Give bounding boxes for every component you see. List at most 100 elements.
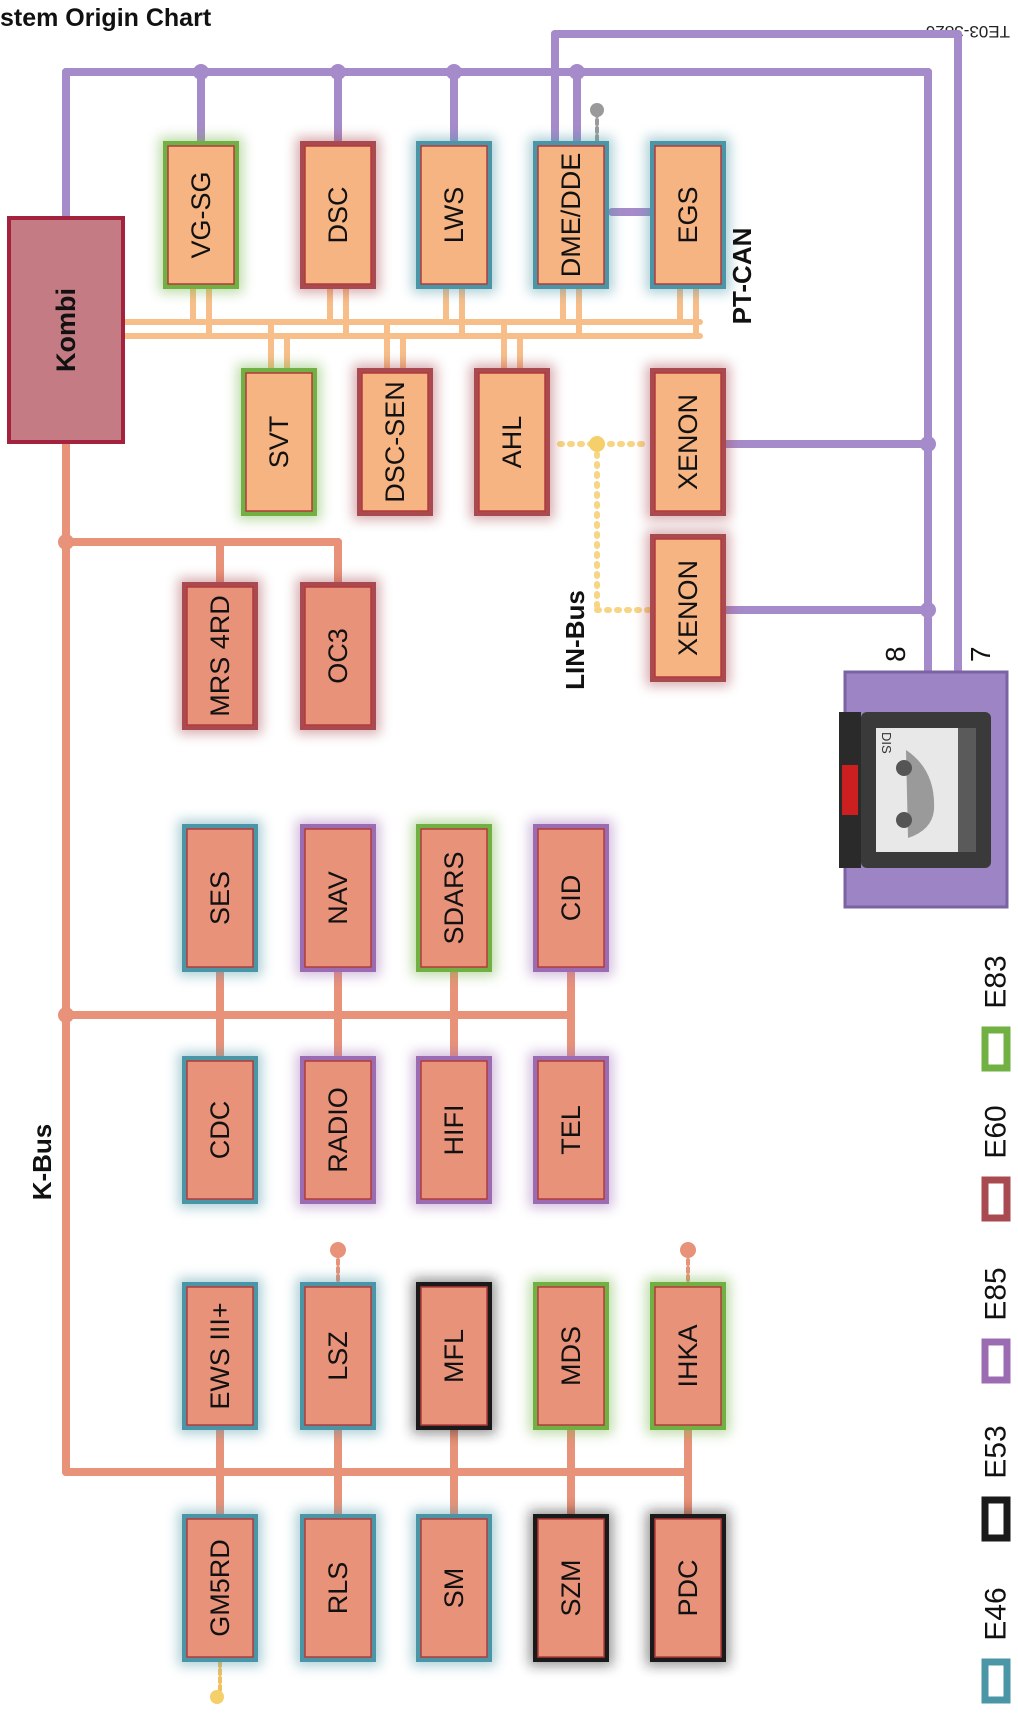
tester-screen-label: DIS bbox=[879, 732, 894, 754]
module-kombi: Kombi bbox=[7, 216, 125, 444]
module-label: SDARS bbox=[439, 851, 469, 944]
module-label: AHL bbox=[497, 416, 527, 469]
legend-label: E60 bbox=[980, 1105, 1013, 1158]
module-body bbox=[420, 828, 488, 968]
module-body bbox=[537, 1060, 605, 1200]
module-dme: DME/DDE bbox=[529, 137, 613, 293]
junction-dot bbox=[446, 64, 462, 80]
legend-swatch bbox=[981, 1338, 1011, 1384]
module-label: CID bbox=[556, 875, 586, 922]
module-nav: NAV bbox=[296, 820, 380, 976]
module-body bbox=[420, 1286, 488, 1426]
module-sm: SM bbox=[412, 1510, 496, 1666]
module-label: HIFI bbox=[439, 1105, 469, 1156]
junction-dot bbox=[210, 1690, 224, 1704]
module-ews: EWS III+ bbox=[178, 1278, 262, 1434]
module-label: NAV bbox=[323, 871, 353, 925]
module-sdars: SDARS bbox=[412, 820, 496, 976]
legend-item-e85: E85 bbox=[980, 1267, 1013, 1384]
module-label: TEL bbox=[556, 1105, 586, 1155]
module-vgsg: VG-SG bbox=[159, 137, 243, 293]
legend-item-e83: E83 bbox=[980, 955, 1013, 1072]
module-body bbox=[186, 586, 254, 726]
legend-swatch bbox=[981, 1176, 1011, 1222]
junction-dot bbox=[680, 1242, 696, 1258]
module-gm5rd: GM5RD bbox=[178, 1510, 262, 1666]
module-xenon2: XENON bbox=[646, 530, 730, 686]
module-label: XENON bbox=[673, 394, 703, 490]
module-label: XENON bbox=[673, 560, 703, 656]
lin-bus-label: LIN-Bus bbox=[560, 590, 590, 690]
laptop-icon: DIS bbox=[839, 712, 991, 868]
module-body bbox=[186, 1286, 254, 1426]
tester-pin-7: 7 bbox=[965, 646, 996, 662]
module-ihka: IHKA bbox=[646, 1278, 730, 1434]
module-body bbox=[478, 372, 546, 512]
pt-can-connector-wires bbox=[121, 286, 703, 371]
module-label: DSC bbox=[323, 186, 353, 243]
module-body bbox=[537, 145, 605, 285]
module-label: GM5RD bbox=[205, 1539, 235, 1637]
module-mds: MDS bbox=[529, 1278, 613, 1434]
legend-item-e53: E53 bbox=[980, 1425, 1013, 1542]
module-body bbox=[304, 145, 372, 285]
legend-swatch bbox=[981, 1658, 1011, 1704]
module-egs: EGS bbox=[646, 137, 730, 293]
lin-bus-wires bbox=[557, 436, 653, 613]
module-body bbox=[654, 1286, 722, 1426]
module-label: EGS bbox=[673, 186, 703, 243]
module-body bbox=[304, 586, 372, 726]
module-body bbox=[304, 1518, 372, 1658]
module-label: SM bbox=[439, 1568, 469, 1609]
module-label: DME/DDE bbox=[556, 153, 586, 278]
module-body bbox=[186, 1518, 254, 1658]
module-rls: RLS bbox=[296, 1510, 380, 1666]
module-hifi: HIFI bbox=[412, 1052, 496, 1208]
module-ses: SES bbox=[178, 820, 262, 976]
junction-dot bbox=[58, 534, 74, 550]
junction-dot bbox=[569, 64, 585, 80]
module-label: SVT bbox=[264, 416, 294, 469]
tester-pin-8: 8 bbox=[880, 646, 911, 662]
module-label: RLS bbox=[323, 1562, 353, 1615]
module-body bbox=[654, 145, 722, 285]
module-label: Kombi bbox=[51, 288, 81, 372]
module-body bbox=[537, 1286, 605, 1426]
module-body bbox=[304, 1060, 372, 1200]
k-bus-label: K-Bus bbox=[27, 1124, 57, 1201]
module-label: RADIO bbox=[323, 1087, 353, 1173]
legend-label: E83 bbox=[980, 955, 1013, 1008]
module-body bbox=[186, 828, 254, 968]
module-ahl: AHL bbox=[470, 364, 554, 520]
legend-label: E85 bbox=[980, 1267, 1013, 1320]
diagnosis-tester: DIS bbox=[839, 670, 1009, 909]
module-body bbox=[304, 828, 372, 968]
pt-can-label: PT-CAN bbox=[727, 228, 757, 325]
module-body bbox=[654, 1518, 722, 1658]
module-body bbox=[304, 1286, 372, 1426]
lin-junction-dot bbox=[589, 436, 605, 452]
module-body bbox=[186, 1060, 254, 1200]
module-label: MDS bbox=[556, 1326, 586, 1386]
module-body bbox=[420, 145, 488, 285]
legend-label: E53 bbox=[980, 1425, 1013, 1478]
module-body bbox=[167, 145, 235, 285]
module-label: MFL bbox=[439, 1329, 469, 1383]
module-label: CDC bbox=[205, 1101, 235, 1160]
module-label: SES bbox=[205, 871, 235, 925]
module-label: PDC bbox=[673, 1559, 703, 1616]
chart-title: stem Origin Chart bbox=[0, 4, 212, 32]
module-label: SZM bbox=[556, 1560, 586, 1617]
module-body bbox=[245, 372, 313, 512]
module-body bbox=[654, 538, 722, 678]
module-label: IHKA bbox=[673, 1324, 703, 1387]
module-body bbox=[420, 1518, 488, 1658]
legend-swatch bbox=[981, 1496, 1011, 1542]
legend-label: E46 bbox=[980, 1587, 1013, 1640]
module-mrs: MRS 4RD bbox=[178, 578, 262, 734]
legend-item-e46: E46 bbox=[980, 1587, 1013, 1704]
module-label: EWS III+ bbox=[205, 1302, 235, 1409]
module-xenon1: XENON bbox=[646, 364, 730, 520]
junction-dot bbox=[330, 64, 346, 80]
